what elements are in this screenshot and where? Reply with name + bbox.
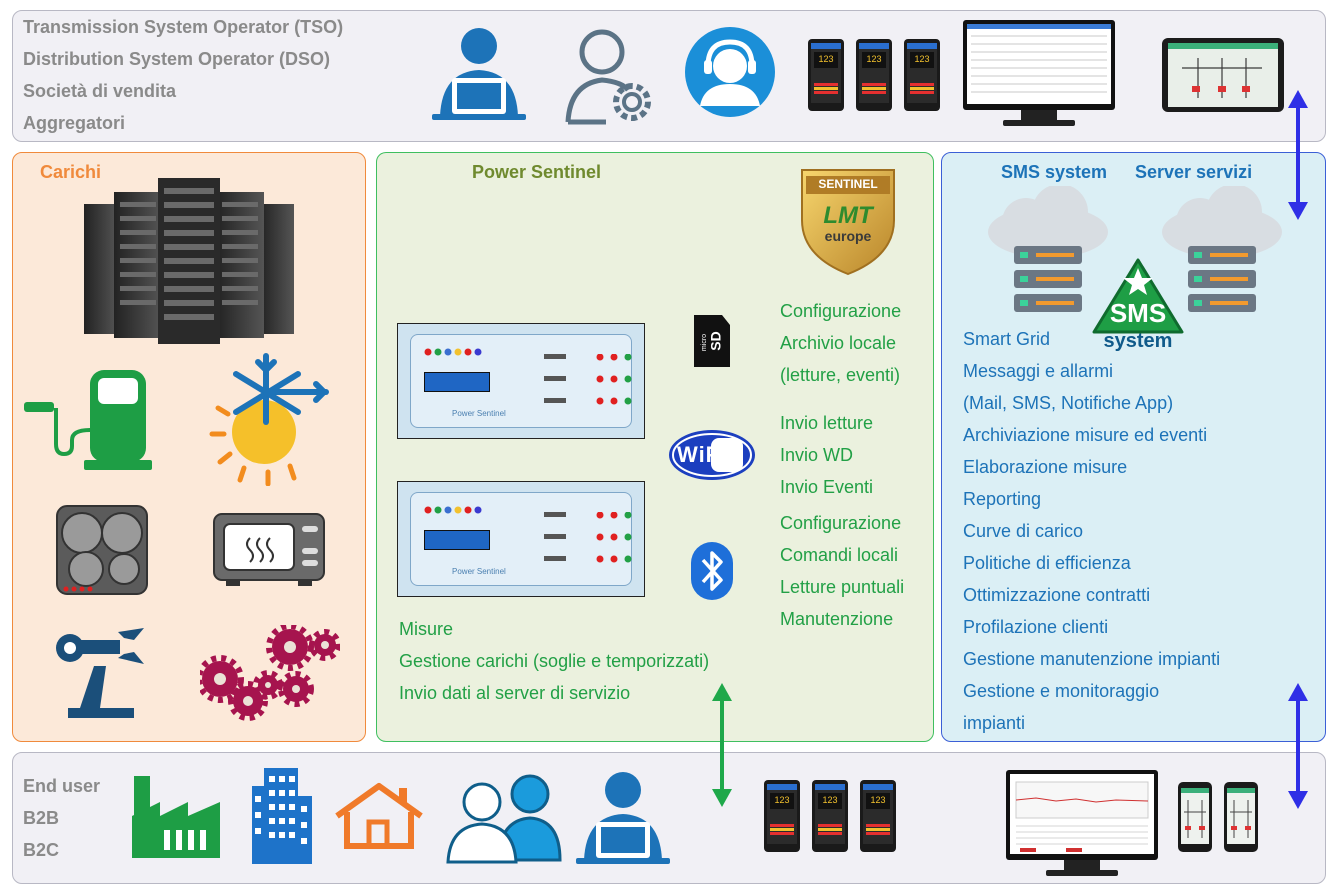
sms-feature-profiling: Profilazione clienti xyxy=(963,617,1109,637)
desktop-monitor-dashboard-icon xyxy=(1006,770,1158,878)
smartphone-app-icon: 123 xyxy=(904,39,940,111)
admin-settings-icon xyxy=(562,28,658,126)
cloud-server-icon xyxy=(986,186,1110,316)
sms-feature-messages-detail: (Mail, SMS, Notifiche App) xyxy=(963,393,1174,413)
device-label: Power Sentinel xyxy=(452,567,506,576)
b2c-label: B2C xyxy=(23,840,60,860)
office-building-icon xyxy=(250,766,314,866)
sms-system-logo: SMS system xyxy=(1090,258,1186,352)
badge-lmt-text: LMT xyxy=(823,202,873,229)
device-label: Power Sentinel xyxy=(452,409,506,418)
gears-icon xyxy=(200,625,340,721)
consumers-users-icon xyxy=(442,772,562,864)
phone-display-value: 123 xyxy=(870,795,886,805)
bt-feature-config: Configurazione xyxy=(780,513,902,533)
smartphone-app-icon: 123 xyxy=(856,39,892,111)
microwave-icon xyxy=(212,512,326,588)
power-sentinel-title: Power Sentinel xyxy=(472,162,602,182)
smartphone-app-icon: 123 xyxy=(860,780,896,852)
device-lcd-display xyxy=(424,372,490,392)
sms-feature-efficiency: Politiche di efficienza xyxy=(963,553,1131,573)
sms-feature-monitoring: Gestione e monitoraggio xyxy=(963,681,1160,701)
cooktop-icon xyxy=(56,505,148,595)
wifi-logo-text: WiFi xyxy=(677,442,728,467)
laptop-user-icon xyxy=(430,26,528,122)
badge-europe-text: europe xyxy=(824,228,872,244)
device-terminal-blocks xyxy=(544,354,634,410)
server-servizi-title: Server servizi xyxy=(1135,162,1253,182)
sms-feature-messages: Messaggi e allarmi xyxy=(963,361,1114,381)
sd-text: SD xyxy=(707,331,724,351)
carichi-title: Carichi xyxy=(40,162,102,182)
wifi-feature-events: Invio Eventi xyxy=(780,477,874,497)
sms-feature-load-curves: Curve di carico xyxy=(963,521,1084,541)
climate-control-icon xyxy=(206,352,330,486)
device-status-leds xyxy=(424,506,486,514)
smartphone-scada-icon xyxy=(1224,782,1258,852)
wifi-feature-wd: Invio WD xyxy=(780,445,854,465)
badge-sentinel-text: SENTINEL xyxy=(818,177,878,191)
server-rack-icon xyxy=(78,176,300,348)
micro-sd-card-icon: micro SD xyxy=(692,313,732,369)
sentinel-feature-measures: Misure xyxy=(399,619,454,639)
sd-feature-archive: Archivio locale xyxy=(780,333,897,353)
desktop-monitor-icon xyxy=(963,20,1115,128)
bt-feature-local-commands: Comandi locali xyxy=(780,545,899,565)
phone-display-value: 123 xyxy=(774,795,790,805)
ev-charger-icon xyxy=(22,368,154,472)
power-sentinel-device-2: Power Sentinel xyxy=(397,481,645,597)
sms-bottom-bidirectional-arrow xyxy=(1286,683,1310,809)
power-sentinel-device-1: Power Sentinel xyxy=(397,323,645,439)
b2b-label: B2B xyxy=(23,808,60,828)
sms-logo-subtext: system xyxy=(1103,330,1173,352)
sms-feature-reporting: Reporting xyxy=(963,489,1042,509)
device-status-leds xyxy=(424,348,486,356)
sd-feature-archive-detail: (letture, eventi) xyxy=(780,365,901,385)
smartphone-app-icon: 123 xyxy=(764,780,800,852)
smartphone-app-icon: 123 xyxy=(812,780,848,852)
device-lcd-display xyxy=(424,530,490,550)
sd-feature-config: Configurazione xyxy=(780,301,902,321)
factory-icon xyxy=(130,772,222,860)
sms-feature-archive: Archiviazione misure ed eventi xyxy=(963,425,1208,445)
house-icon xyxy=(333,782,425,850)
sentinel-feature-load-management: Gestione carichi (soglie e temporizzati) xyxy=(399,651,710,671)
sms-feature-processing: Elaborazione misure xyxy=(963,457,1128,477)
smartphone-app-icon: 123 xyxy=(808,39,844,111)
sms-logo-text: SMS xyxy=(1109,298,1167,328)
sms-feature-smart-grid: Smart Grid xyxy=(963,329,1051,349)
sms-feature-maintenance: Gestione manutenzione impianti xyxy=(963,649,1221,669)
sms-feature-contracts: Ottimizzazione contratti xyxy=(963,585,1151,605)
top-sms-bidirectional-arrow xyxy=(1286,90,1310,220)
support-headset-icon xyxy=(684,26,776,118)
cloud-server-icon xyxy=(1160,186,1284,316)
device-terminal-blocks xyxy=(544,512,634,568)
operator-label-tso: Transmission System Operator (TSO) xyxy=(23,17,344,37)
sms-feature-monitoring-cont: impianti xyxy=(963,713,1026,733)
phone-display-value: 123 xyxy=(866,54,882,64)
tablet-scada-icon xyxy=(1162,38,1284,112)
sms-system-title: SMS system xyxy=(1001,162,1108,182)
bt-feature-readings: Letture puntuali xyxy=(780,577,905,597)
phone-display-value: 123 xyxy=(818,54,834,64)
operator-label-vendita: Società di vendita xyxy=(23,81,177,101)
bt-feature-maintenance: Manutenzione xyxy=(780,609,894,629)
laptop-user-icon xyxy=(574,770,672,866)
smartphone-scada-icon xyxy=(1178,782,1212,852)
sentinel-feature-send-data: Invio dati al server di servizio xyxy=(399,683,631,703)
phone-display-value: 123 xyxy=(914,54,930,64)
industrial-robot-icon xyxy=(54,626,150,720)
enduser-label: End user xyxy=(23,776,101,796)
operator-label-aggregatori: Aggregatori xyxy=(23,113,126,133)
operator-label-dso: Distribution System Operator (DSO) xyxy=(23,49,331,69)
wifi-feature-readings: Invio letture xyxy=(780,413,874,433)
sentinel-enduser-bidirectional-arrow xyxy=(710,683,734,807)
bluetooth-icon xyxy=(691,542,733,600)
wifi-logo-icon: WiFi xyxy=(667,428,757,482)
lmt-sentinel-badge-logo: SENTINEL LMT europe xyxy=(800,168,896,276)
phone-display-value: 123 xyxy=(822,795,838,805)
